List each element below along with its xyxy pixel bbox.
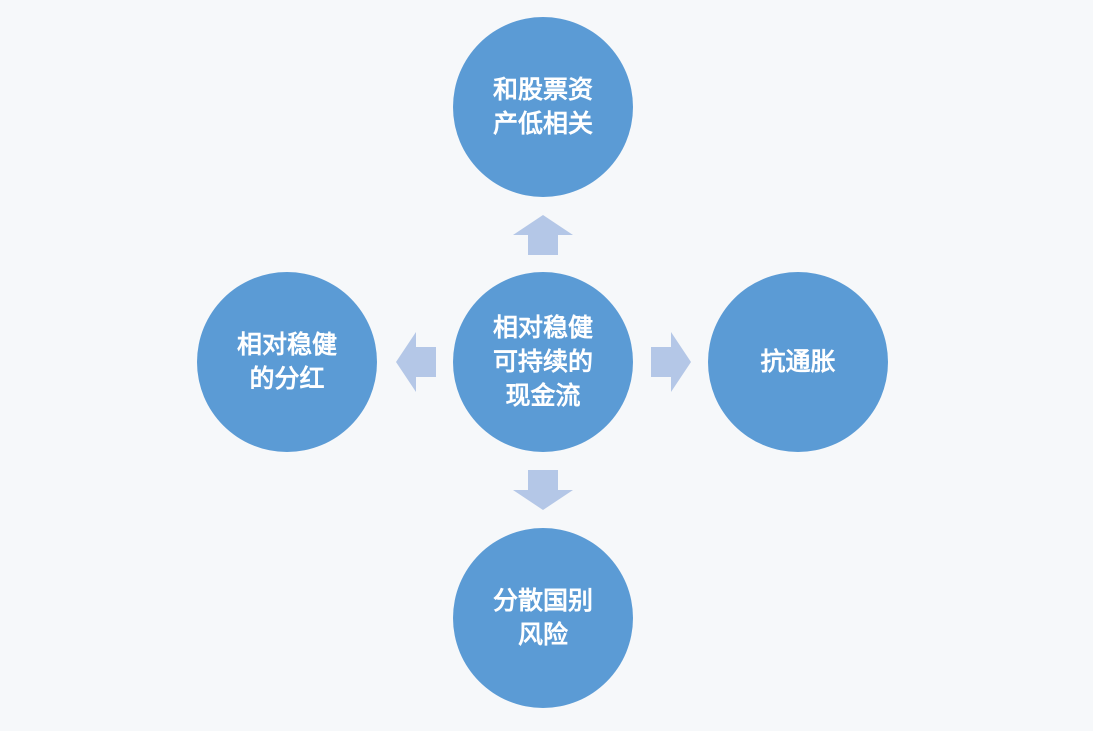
node-stable-dividends: 相对稳健 的分红 bbox=[197, 272, 377, 452]
node-label: 分散国别 风险 bbox=[492, 586, 593, 649]
node-inflation-hedge: 抗通胀 bbox=[708, 272, 888, 452]
node-stable-sustainable-cash-flow: 相对稳健 可持续的 现金流 bbox=[453, 272, 633, 452]
arrow-left-icon bbox=[396, 332, 436, 392]
arrow-up-icon bbox=[513, 215, 573, 255]
node-label: 和股票资 产低相关 bbox=[492, 75, 593, 138]
node-low-correlation-with-equities: 和股票资 产低相关 bbox=[453, 17, 633, 197]
arrow-right-icon bbox=[651, 332, 691, 392]
arrow-down-icon bbox=[513, 470, 573, 510]
node-label: 抗通胀 bbox=[760, 347, 836, 376]
node-label: 相对稳健 可持续的 现金流 bbox=[492, 313, 593, 410]
node-label: 相对稳健 的分红 bbox=[236, 330, 337, 393]
node-diversify-country-risk: 分散国别 风险 bbox=[453, 528, 633, 708]
